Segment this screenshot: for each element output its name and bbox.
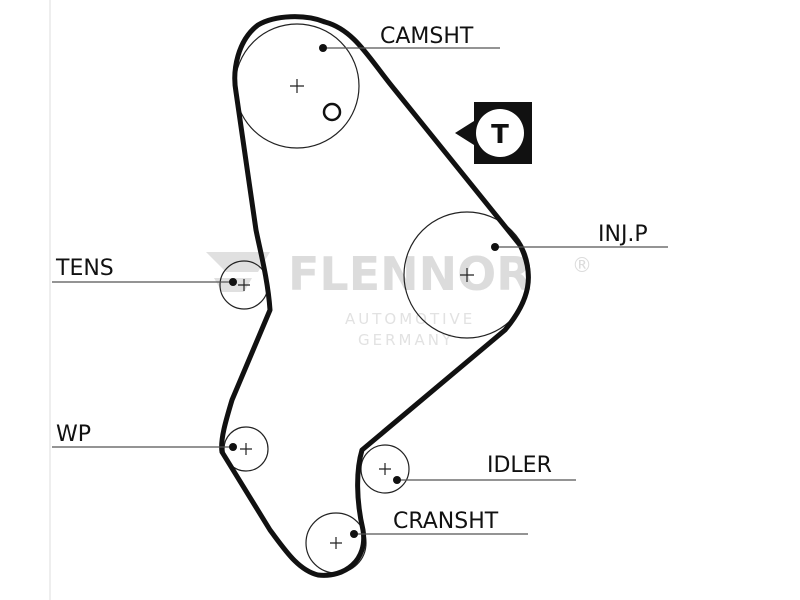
camshaft-pulley (234, 23, 360, 149)
watermark-line2: GERMANY (358, 331, 454, 349)
label-tensioner: TENS (55, 256, 114, 281)
label-camshaft: CAMSHT (380, 24, 474, 49)
timing-mark-icon (322, 102, 342, 122)
idler-pulley (360, 444, 410, 494)
watermark-brand: FLENNOR (288, 247, 532, 301)
crankshaft-pulley (305, 512, 367, 574)
label-injection-pump: INJ.P (598, 222, 648, 247)
label-water-pump: WP (56, 422, 91, 447)
leader-dots (229, 44, 499, 538)
watermark-line1: AUTOMOTIVE (345, 310, 475, 328)
tension-badge: T (455, 102, 532, 164)
tension-badge-letter: T (491, 120, 509, 150)
timing-belt (219, 14, 531, 578)
label-crankshaft: CRANSHT (393, 509, 499, 534)
watermark-registered: ® (572, 253, 592, 277)
leader-lines (52, 47, 668, 535)
label-idler: IDLER (487, 453, 552, 478)
